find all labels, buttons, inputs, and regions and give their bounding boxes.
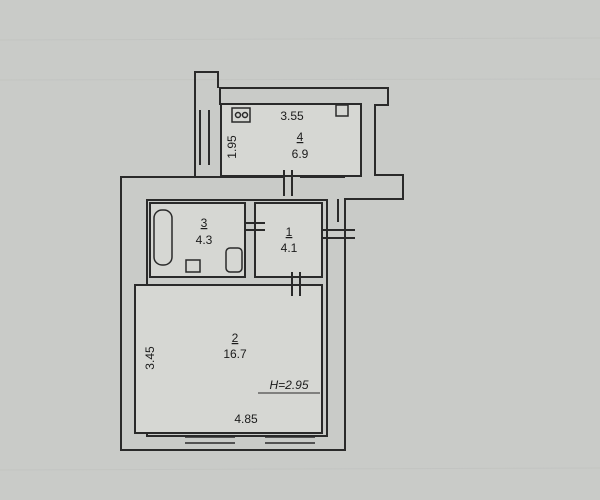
stove-icon	[231, 107, 251, 123]
living-width-label: 4.85	[234, 412, 258, 426]
room-3-area: 4.3	[196, 233, 213, 247]
toilet-icon	[185, 259, 201, 273]
kitchen-width-label: 3.55	[280, 109, 304, 123]
sink-icon	[335, 104, 349, 117]
door-marks	[245, 170, 355, 296]
room-2-number: 2	[232, 331, 239, 345]
room-3-number: 3	[201, 216, 208, 230]
room-4-area: 6.9	[292, 147, 309, 161]
interior-walls	[121, 71, 403, 200]
living-depth-label: 3.45	[143, 346, 157, 370]
room-fills	[134, 202, 323, 434]
ceiling-height-label: H=2.95	[269, 378, 308, 392]
room-4-number: 4	[297, 130, 304, 144]
washbasin-icon	[225, 247, 243, 273]
fixtures	[153, 104, 349, 273]
room-1-area: 4.1	[281, 241, 298, 255]
room-2-area	[134, 284, 323, 434]
kitchen-depth-label: 1.95	[225, 135, 239, 159]
room-3-area	[149, 202, 246, 278]
windows	[185, 436, 315, 444]
room-2-area: 16.7	[223, 347, 247, 361]
bathtub-icon	[153, 209, 173, 266]
paper-texture	[0, 37, 600, 471]
room-1-number: 1	[286, 225, 293, 239]
room-1-area	[254, 202, 323, 278]
